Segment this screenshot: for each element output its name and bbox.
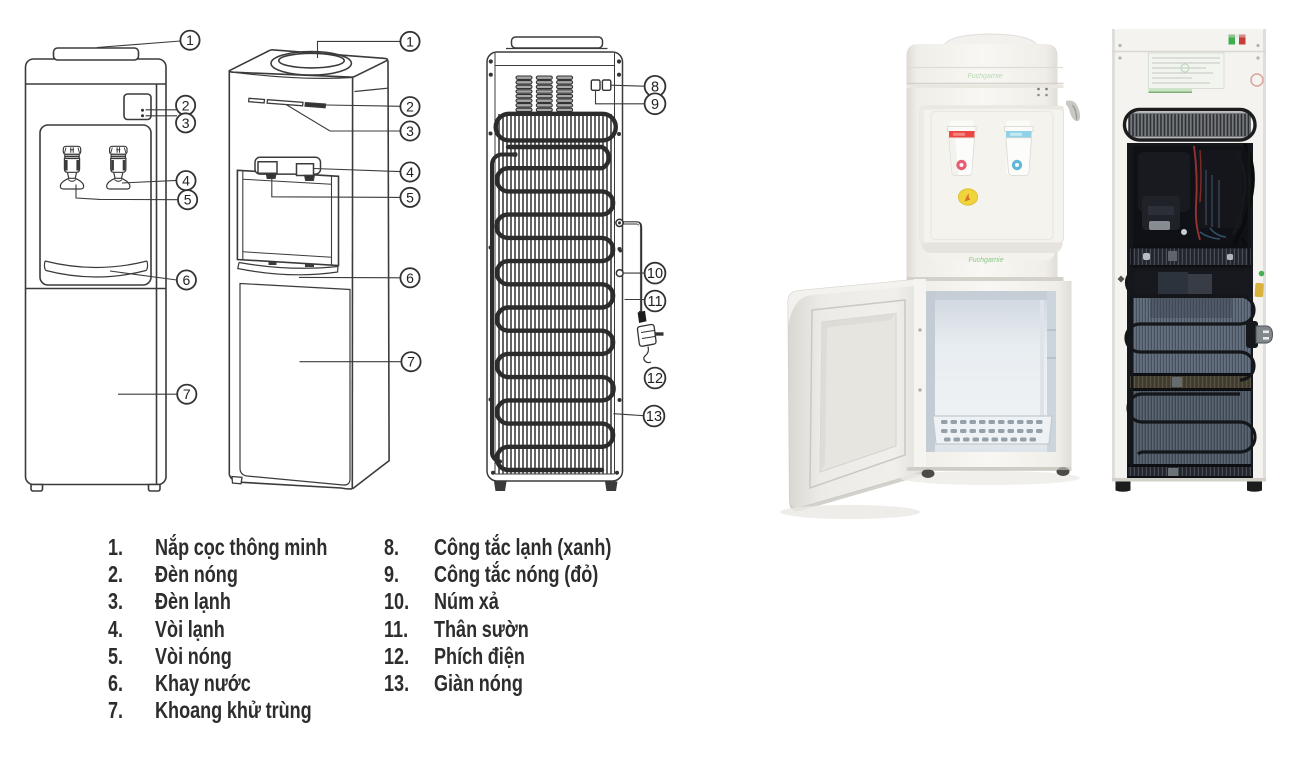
svg-text:13: 13	[646, 409, 662, 425]
svg-text:4: 4	[182, 173, 190, 189]
svg-text:6: 6	[183, 272, 191, 288]
svg-text:1: 1	[406, 33, 414, 49]
svg-text:Fuchgarnie: Fuchgarnie	[967, 73, 1002, 80]
svg-text:6: 6	[406, 270, 414, 286]
svg-text:2: 2	[406, 99, 414, 115]
svg-text:Fuchgarnie: Fuchgarnie	[968, 257, 1003, 264]
svg-text:5: 5	[406, 189, 414, 205]
svg-text:2: 2	[182, 97, 190, 113]
svg-text:11: 11	[647, 294, 662, 310]
svg-text:4: 4	[406, 164, 414, 180]
svg-text:9: 9	[651, 97, 659, 113]
svg-text:7: 7	[407, 354, 415, 370]
svg-text:7: 7	[183, 386, 191, 402]
svg-text:3: 3	[406, 123, 414, 139]
svg-text:8: 8	[651, 79, 659, 95]
svg-text:3: 3	[182, 115, 190, 131]
svg-text:10: 10	[647, 266, 663, 282]
svg-text:12: 12	[647, 371, 663, 387]
svg-text:5: 5	[184, 192, 192, 208]
svg-text:1: 1	[186, 32, 194, 48]
